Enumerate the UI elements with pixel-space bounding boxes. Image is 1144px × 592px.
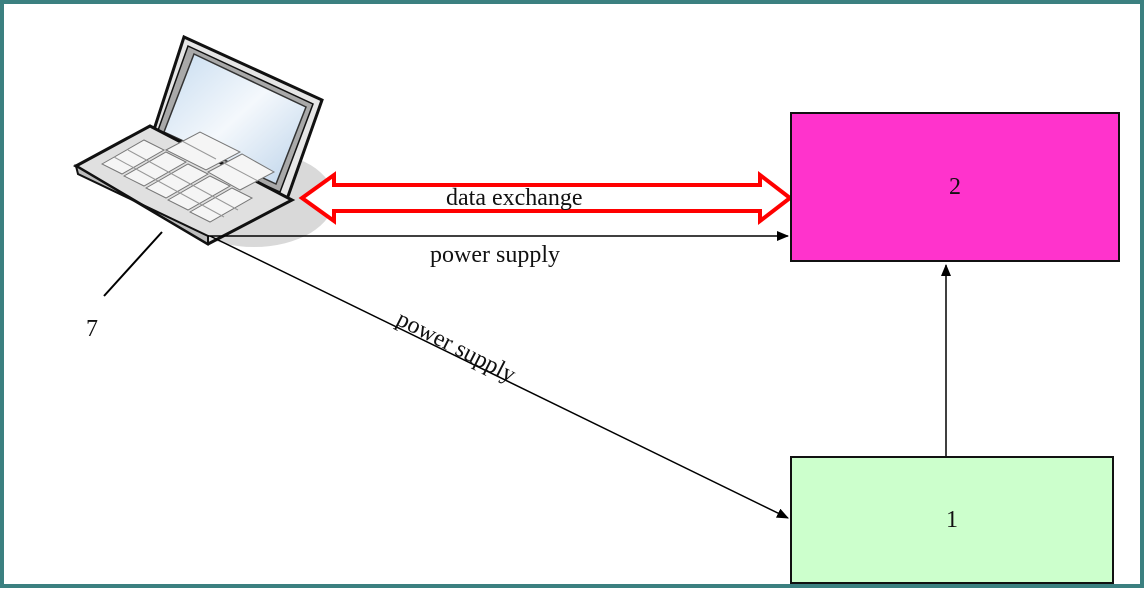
diagram-drawing <box>72 34 951 519</box>
power-supply-label-box2: power supply <box>430 242 560 268</box>
laptop-icon <box>72 34 324 246</box>
laptop-reference-leader <box>103 231 163 297</box>
laptop-reference-label: 7 <box>86 316 98 342</box>
box-1-label: 1 <box>946 506 958 533</box>
box-2: 2 <box>790 112 1120 262</box>
box-2-label: 2 <box>949 173 961 200</box>
box-1: 1 <box>790 456 1114 584</box>
data-exchange-label: data exchange <box>446 185 583 211</box>
power-supply-arrow-to-box1 <box>209 235 789 519</box>
